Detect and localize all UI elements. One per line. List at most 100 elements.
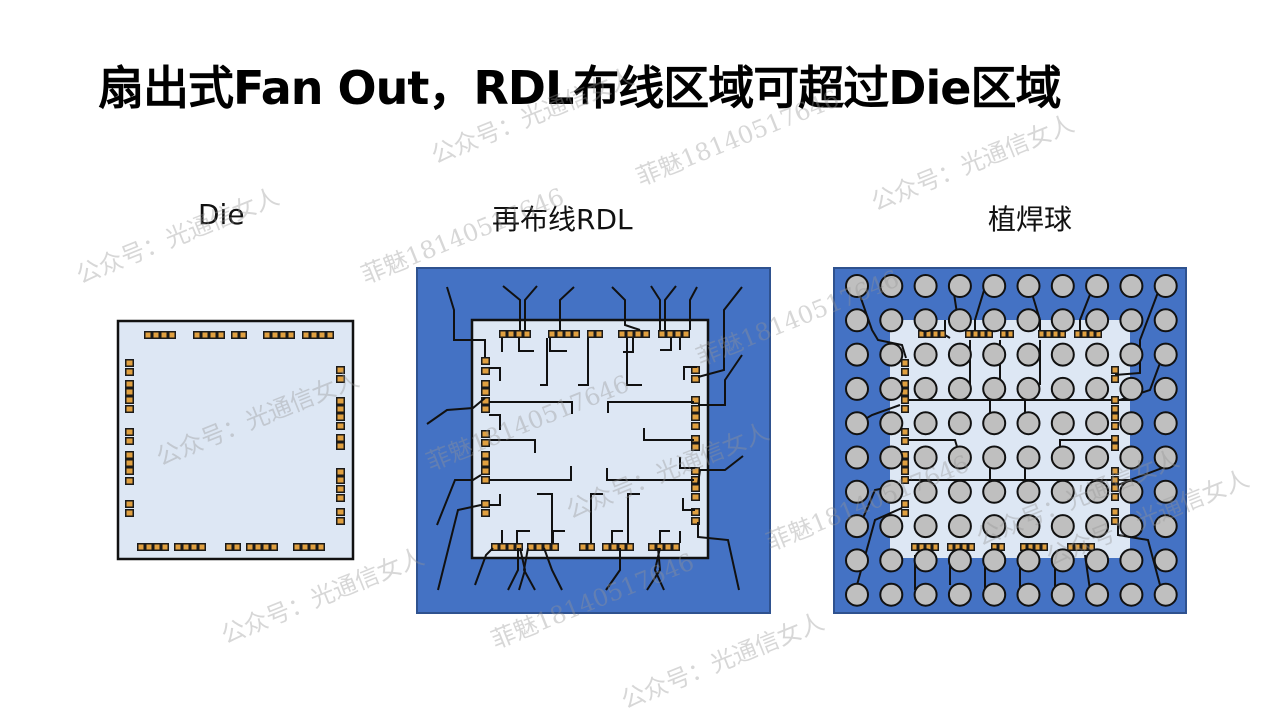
solder-ball xyxy=(913,274,938,298)
bond-pad-metal xyxy=(902,501,908,507)
solder-ball xyxy=(845,274,869,298)
bond-pad-metal xyxy=(692,477,699,483)
bond-pad-metal xyxy=(191,544,197,550)
bond-pad-metal xyxy=(482,389,489,395)
bond-pad-metal xyxy=(126,369,133,375)
bond-pad-metal xyxy=(516,331,522,337)
solder-ball xyxy=(1050,308,1075,333)
rdl-trace xyxy=(549,338,567,352)
solder-ball xyxy=(1085,445,1110,470)
bond-pad-metal xyxy=(611,544,617,550)
bond-pad-metal xyxy=(310,544,316,550)
rdl-trace xyxy=(489,466,572,481)
bond-pad-metal xyxy=(126,510,133,516)
bond-pad-metal xyxy=(337,398,344,404)
solder-ball xyxy=(879,514,904,539)
fan-out-trace xyxy=(611,286,641,331)
bond-pad-metal xyxy=(318,544,324,550)
bond-pad-metal xyxy=(194,332,200,338)
solder-ball xyxy=(845,308,869,333)
bond-pad-metal xyxy=(202,332,208,338)
bond-pad-metal xyxy=(210,332,216,338)
bond-pad-metal xyxy=(126,460,133,466)
solder-ball xyxy=(1050,376,1075,401)
bond-pad-metal xyxy=(516,544,522,550)
solder-ball xyxy=(1016,479,1041,504)
bond-pad-metal xyxy=(1112,376,1118,382)
bond-pad-metal xyxy=(153,332,159,338)
solder-ball xyxy=(1085,548,1110,573)
bond-pad-metal xyxy=(482,501,489,507)
solder-ball xyxy=(1085,479,1110,504)
solder-ball xyxy=(947,376,972,401)
bond-pad-metal xyxy=(565,331,571,337)
bond-pad-metal xyxy=(580,544,586,550)
bond-pad-metal xyxy=(635,331,641,337)
bond-pad-metal xyxy=(902,438,908,444)
bond-pad-metal xyxy=(1112,436,1118,442)
bond-pad-metal xyxy=(692,406,699,412)
solder-ball xyxy=(1085,274,1110,298)
rdl-trace xyxy=(489,439,536,453)
bond-pad-metal xyxy=(1112,406,1118,412)
rdl-trace xyxy=(643,428,694,441)
solder-ball xyxy=(947,582,972,607)
fan-out-trace xyxy=(698,354,743,406)
bond-pad-metal xyxy=(926,544,931,550)
bond-pad-metal xyxy=(627,544,633,550)
bond-pad-metal xyxy=(692,397,699,403)
bond-pad-metal xyxy=(482,440,489,446)
bond-pad-metal xyxy=(126,468,133,474)
solder-ball xyxy=(913,582,938,607)
bond-pad-metal xyxy=(902,468,908,474)
bond-pad-metal xyxy=(528,544,534,550)
bond-pad-metal xyxy=(902,360,908,366)
bond-pad-metal xyxy=(482,358,489,364)
solder-ball xyxy=(982,514,1007,539)
bond-pad-metal xyxy=(126,478,133,484)
bond-pad-metal xyxy=(692,485,699,491)
fan-out-trace xyxy=(507,548,519,591)
solder-ball xyxy=(947,479,972,504)
solder-ball xyxy=(1016,411,1041,436)
rdl-trace xyxy=(974,286,986,330)
bond-pad-metal xyxy=(337,518,344,524)
bond-pad-metal xyxy=(1112,423,1118,429)
rdl-trace xyxy=(489,401,573,414)
bond-pad-metal xyxy=(145,332,151,338)
solder-ball xyxy=(1153,274,1178,298)
solder-ball xyxy=(845,342,869,367)
bond-pad-metal xyxy=(966,331,971,337)
solder-ball xyxy=(1153,514,1178,539)
bond-pad-metal xyxy=(973,331,978,337)
bond-pad-metal xyxy=(692,436,699,442)
die-body xyxy=(116,319,355,561)
bond-pad-metal xyxy=(665,544,671,550)
bond-pad-metal xyxy=(337,435,344,441)
rdl-trace xyxy=(660,338,672,351)
bond-pad-metal xyxy=(667,331,673,337)
bond-pad-metal xyxy=(692,376,699,382)
bond-pad-metal xyxy=(126,429,133,435)
bond-pad-metal xyxy=(1053,331,1058,337)
solder-ball xyxy=(845,445,869,470)
bond-pad-metal xyxy=(302,544,308,550)
bond-pad-metal xyxy=(232,332,238,338)
solder-ball xyxy=(1050,274,1075,298)
bond-pad-metal xyxy=(692,367,699,373)
bond-pad-metal xyxy=(940,331,945,337)
bond-pad-metal xyxy=(482,406,489,412)
bond-pad-metal xyxy=(573,331,579,337)
fan-out-trace xyxy=(474,547,494,586)
bond-pad-metal xyxy=(1001,331,1006,337)
rdl-trace xyxy=(516,530,530,543)
solder-ball xyxy=(1153,548,1178,573)
fan-out-trace xyxy=(426,397,486,425)
bond-pad-metal xyxy=(1089,331,1094,337)
bond-pad-metal xyxy=(1021,544,1026,550)
solder-ball xyxy=(1153,582,1178,607)
bond-pad-metal xyxy=(999,544,1004,550)
bond-pad-metal xyxy=(926,331,931,337)
bond-pad-metal xyxy=(902,381,908,387)
bond-pad-metal xyxy=(126,397,133,403)
